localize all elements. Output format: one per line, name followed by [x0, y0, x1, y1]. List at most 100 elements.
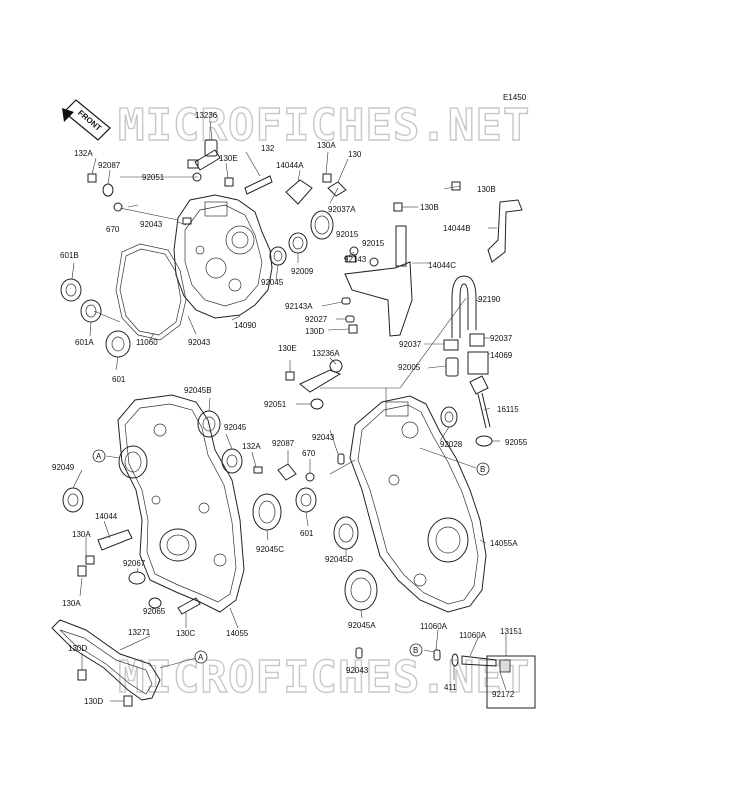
- part-92015-b: 92015: [362, 239, 385, 248]
- seals-upper-left: [60, 278, 131, 358]
- part-670: 670: [106, 225, 120, 234]
- part-92045-mid: 92045: [224, 423, 247, 432]
- part-14044: 14044: [95, 512, 118, 521]
- part-130d-bottom: 130D: [84, 697, 103, 706]
- part-92027: 92027: [305, 315, 328, 324]
- part-92015-a: 92015: [336, 230, 359, 239]
- svg-text:B: B: [480, 465, 485, 474]
- part-130e-mid: 130E: [278, 344, 297, 353]
- part-92028: 92028: [440, 440, 463, 449]
- part-92045d: 92045D: [325, 555, 353, 564]
- ref-marker-b-2: B: [409, 643, 423, 657]
- cover-13271: [51, 619, 161, 707]
- part-92037-right: 92037: [490, 334, 513, 343]
- watermark-bottom: MICROFICHES.NET: [118, 652, 530, 703]
- part-14055a: 14055A: [490, 539, 518, 548]
- gearcase-cover-14090: [173, 194, 273, 319]
- part-92045-top: 92045: [261, 278, 284, 287]
- part-132a-mid: 132A: [242, 442, 261, 451]
- part-14044c: 14044C: [428, 261, 456, 270]
- part-92049: 92049: [52, 463, 75, 472]
- part-601-top: 601: [112, 375, 126, 384]
- small-parts-lower-left: [77, 463, 315, 615]
- gasket-11060: [115, 243, 187, 341]
- part-16115: 16115: [497, 405, 519, 414]
- part-601b: 601B: [60, 251, 79, 260]
- part-411: 411: [444, 683, 457, 692]
- part-92043-mid: 92043: [312, 433, 335, 442]
- part-92087: 92087: [98, 161, 121, 170]
- part-92143: 92143: [344, 255, 367, 264]
- ref-marker-a-2: A: [194, 650, 208, 664]
- lever-13236a: [285, 359, 343, 410]
- part-92043-left: 92043: [188, 338, 211, 347]
- bolt-130b-left: [393, 202, 403, 212]
- part-130a-top: 130A: [317, 141, 336, 150]
- part-92005: 92005: [398, 363, 421, 372]
- part-132: 132: [261, 144, 275, 153]
- drain-plug-assembly: [433, 649, 536, 709]
- part-92009: 92009: [291, 267, 314, 276]
- part-92037a: 92037A: [328, 205, 356, 214]
- lever-13236: [187, 139, 221, 171]
- part-92190: 92190: [478, 295, 501, 304]
- front-arrow-icon: FRONT: [62, 99, 111, 141]
- part-92143a: 92143A: [285, 302, 313, 311]
- part-92045b: 92045B: [184, 386, 212, 395]
- part-92045c: 92045C: [256, 545, 284, 554]
- bracket-14044c-arm: [395, 225, 407, 267]
- part-601a: 601A: [75, 338, 94, 347]
- part-130d-left: 130D: [68, 644, 87, 653]
- part-601-mid: 601: [300, 529, 314, 538]
- seals-center-top: [269, 210, 379, 267]
- part-92045a: 92045A: [348, 621, 376, 630]
- part-92037-left: 92037: [399, 340, 422, 349]
- leader-lines: [71, 120, 507, 702]
- part-132a: 132A: [74, 149, 93, 158]
- bracket-14044b: [487, 199, 523, 263]
- part-92051: 92051: [142, 173, 165, 182]
- part-130: 130: [348, 150, 362, 159]
- part-670-mid: 670: [302, 449, 316, 458]
- part-130d-top: 130D: [305, 327, 324, 336]
- part-92087-mid: 92087: [272, 439, 295, 448]
- part-92055: 92055: [505, 438, 528, 447]
- crankcase-14055: [117, 394, 245, 613]
- part-13236: 13236: [195, 111, 218, 120]
- ref-marker-a-1: A: [92, 449, 106, 463]
- part-130a-bottom: 130A: [62, 599, 81, 608]
- svg-text:A: A: [96, 452, 102, 461]
- part-13151: 13151: [500, 627, 523, 636]
- part-92043-bottom: 92043: [346, 666, 369, 675]
- part-92065: 92065: [143, 607, 166, 616]
- part-14044b: 14044B: [443, 224, 471, 233]
- svg-text:A: A: [198, 653, 204, 662]
- diagram-code: E1450: [503, 93, 527, 102]
- part-14044a: 14044A: [276, 161, 304, 170]
- part-130b-right: 130B: [477, 185, 496, 194]
- part-92067: 92067: [123, 559, 146, 568]
- part-92043-top: 92043: [140, 220, 163, 229]
- part-130e: 130E: [219, 154, 238, 163]
- ref-marker-b-1: B: [476, 462, 490, 476]
- part-labels: 13236 132A 92087 130E 132 14044A 130A 13…: [52, 111, 528, 706]
- part-11060a-left: 11060A: [420, 622, 448, 631]
- crankcase-14055a: [349, 395, 487, 613]
- part-14069: 14069: [490, 351, 513, 360]
- part-11060: 11060: [136, 338, 158, 347]
- part-13271: 13271: [128, 628, 151, 637]
- dipstick-16115: [469, 375, 493, 447]
- hose-92190: [451, 275, 477, 338]
- part-13236a: 13236A: [312, 349, 340, 358]
- bolts-top: [87, 172, 347, 225]
- watermark-top: MICROFICHES.NET: [118, 100, 530, 151]
- part-14055: 14055: [226, 629, 249, 638]
- part-14090: 14090: [234, 321, 257, 330]
- part-11060a-right: 11060A: [459, 631, 487, 640]
- breather-parts: [341, 297, 489, 377]
- svg-text:B: B: [413, 646, 418, 655]
- part-130b-left: 130B: [420, 203, 439, 212]
- part-92172: 92172: [492, 690, 515, 699]
- part-130a-mid: 130A: [72, 530, 91, 539]
